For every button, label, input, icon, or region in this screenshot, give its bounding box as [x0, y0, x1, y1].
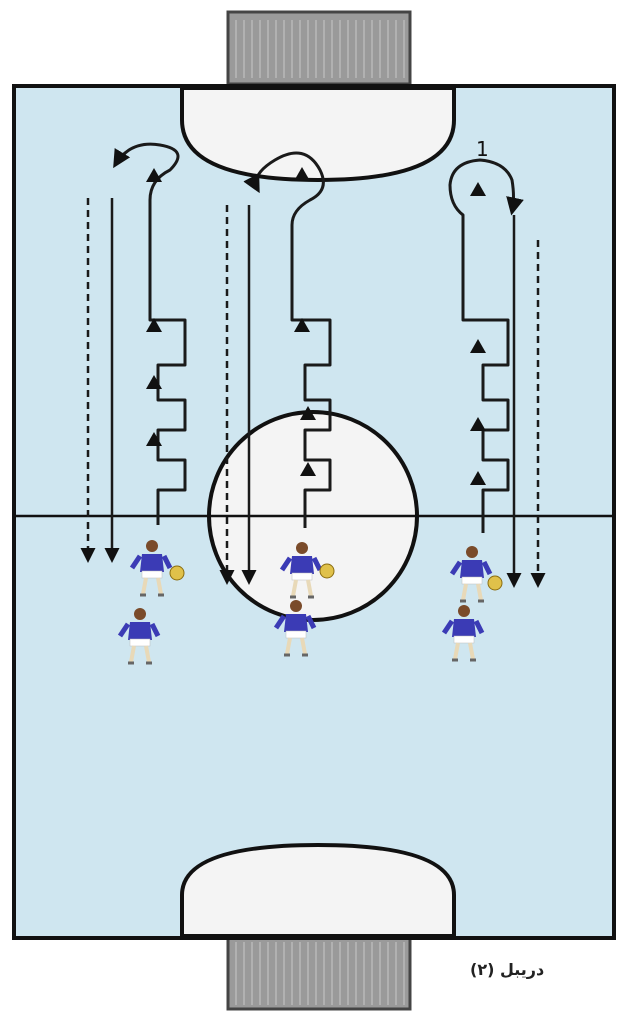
bottom-penalty-area: [182, 845, 454, 936]
figure-caption: دریبل (۲): [470, 960, 600, 979]
bottom-goal: [228, 937, 410, 1009]
ball-left: [170, 566, 184, 580]
ball-right: [488, 576, 502, 590]
top-goal: [228, 12, 410, 84]
ball-middle: [320, 564, 334, 578]
route-number-label: 1: [476, 137, 489, 161]
